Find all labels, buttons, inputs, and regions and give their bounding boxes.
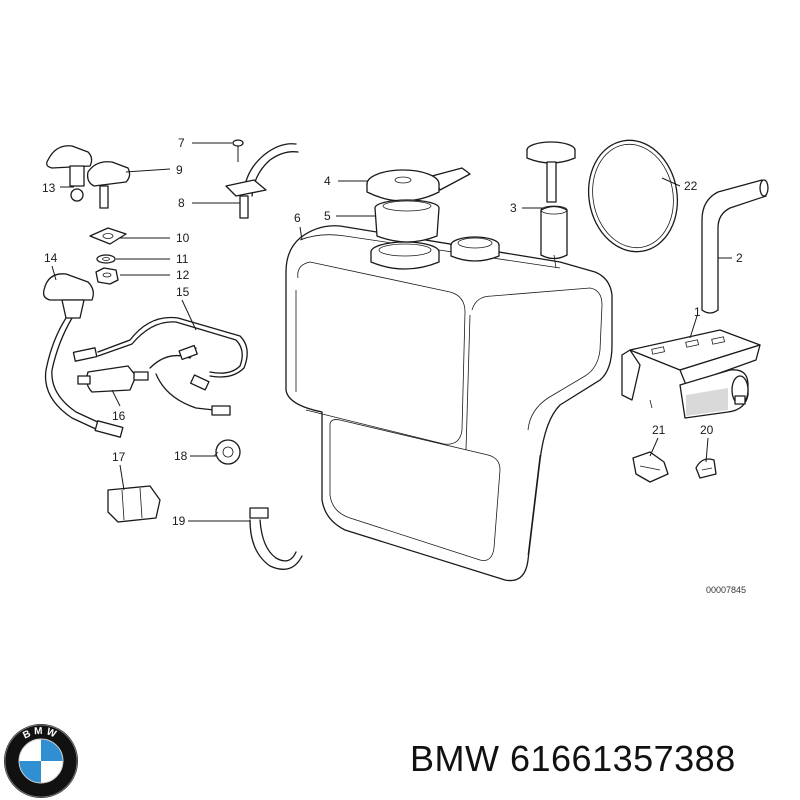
- callout-11: 11: [176, 252, 189, 266]
- washer-pump: [526, 141, 576, 269]
- filler-seal-ring: [374, 199, 440, 243]
- flat-washer: [96, 254, 116, 264]
- callout-1: 1: [694, 305, 701, 319]
- o-ring-seal: [587, 139, 679, 253]
- washer-jet-nozzle-9: [86, 161, 131, 209]
- washer-jet-nozzle-14: [42, 273, 124, 438]
- callout-3: 3: [510, 201, 517, 215]
- callout-5: 5: [324, 209, 331, 223]
- nozzle-gasket: [89, 227, 127, 245]
- heater-wiring-harness: [72, 316, 248, 416]
- callout-18: 18: [174, 449, 188, 463]
- callout-6: 6: [294, 211, 301, 225]
- part-number-caption: BMW 61661357388: [410, 738, 736, 779]
- tank-filler-neck: [370, 241, 440, 270]
- callouts: 7 9 13 8 10 11 12 14 15 16 17 18 19 6 4 …: [42, 136, 746, 595]
- tension-strap: [249, 507, 303, 570]
- mounting-bracket: [621, 329, 761, 419]
- logo-quadrant-top-right: [41, 739, 63, 761]
- callout-14: 14: [44, 251, 58, 265]
- callout-8: 8: [178, 196, 185, 210]
- callout-21: 21: [652, 423, 666, 437]
- callout-7: 7: [178, 136, 185, 150]
- screw-7: [232, 139, 244, 162]
- washer-reservoir-tank: [285, 225, 613, 582]
- logo-quadrant-bottom-left: [19, 761, 41, 783]
- washer-jet-nozzle-13: [46, 145, 93, 202]
- clip-21: [632, 451, 669, 483]
- bmw-logo: BMW: [4, 724, 78, 798]
- filler-hose: [701, 179, 769, 314]
- callout-16: 16: [112, 409, 126, 423]
- callout-17: 17: [112, 450, 126, 464]
- logo-letters: BMW: [21, 726, 60, 742]
- callout-4: 4: [324, 174, 331, 188]
- callout-12: 12: [176, 268, 190, 282]
- nozzle-holder-8: [225, 143, 299, 219]
- reservoir-cap: [366, 167, 471, 202]
- callout-20: 20: [700, 423, 714, 437]
- hex-nut: [95, 267, 119, 285]
- leader-lines: [51, 142, 732, 522]
- diagram-code: 00007845: [706, 585, 746, 595]
- callout-19: 19: [172, 514, 186, 528]
- callout-15: 15: [176, 285, 190, 299]
- callout-2: 2: [736, 251, 743, 265]
- t-connector-16: [77, 365, 149, 393]
- hose-holder-17: [107, 485, 161, 523]
- clip-20: [695, 458, 717, 479]
- callout-9: 9: [176, 163, 183, 177]
- callout-22: 22: [684, 179, 698, 193]
- callout-13: 13: [42, 181, 56, 195]
- rubber-grommet: [213, 439, 241, 465]
- callout-10: 10: [176, 231, 190, 245]
- tank-pump-neck: [450, 236, 500, 262]
